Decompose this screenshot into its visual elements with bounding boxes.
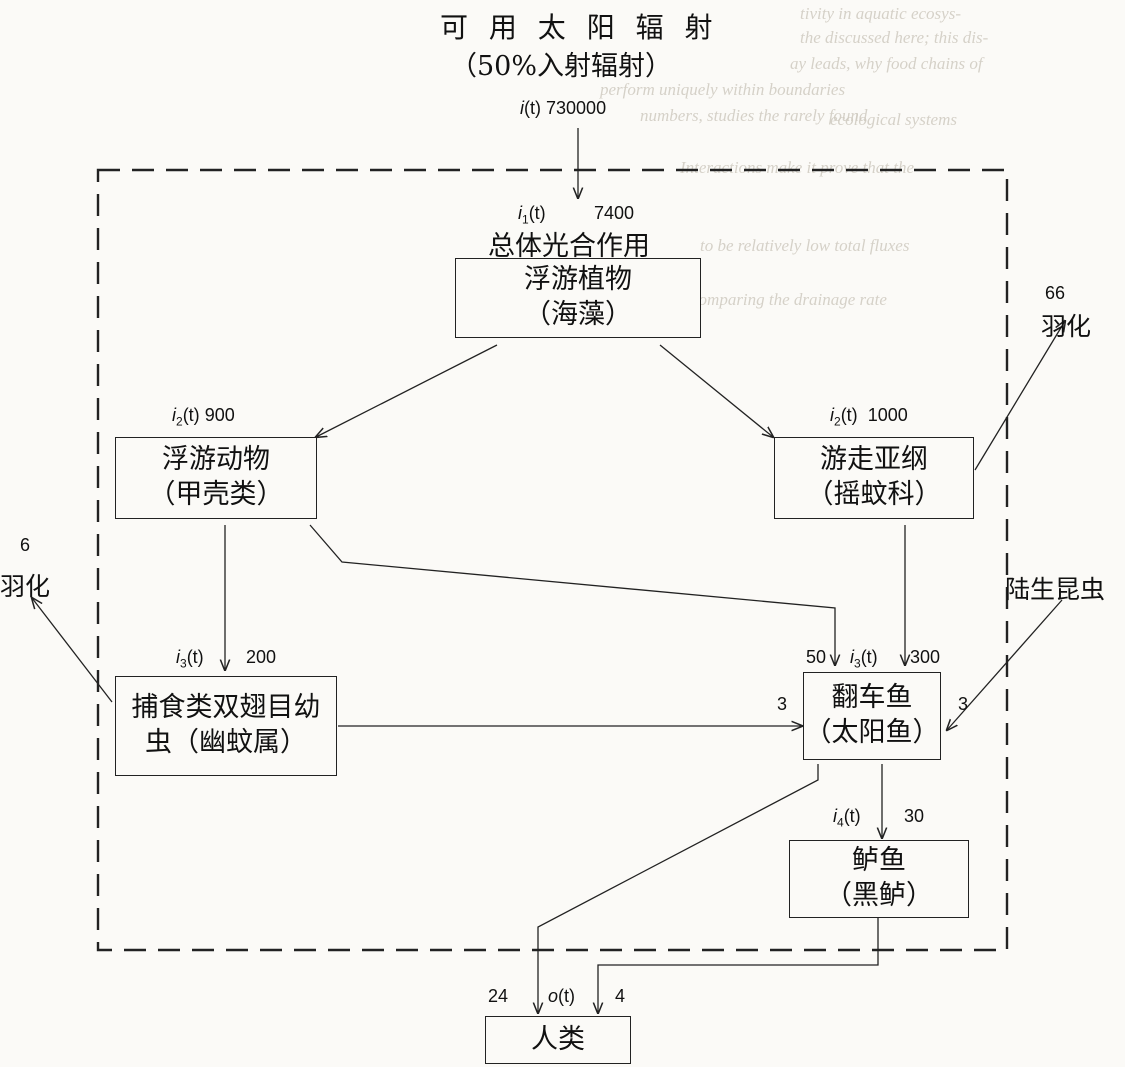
arrow-terrestrial-to-sunfish [947,599,1063,730]
node-sunfish-example: （太阳鱼） [804,717,940,748]
node-nematocera: 游走亚纲 （摇蚊科） [774,437,974,519]
node-bass-name: 鲈鱼 [852,845,906,877]
flow-label-o-t: o(t) [548,986,576,1006]
arrow-phyto-to-zooplankton [316,344,498,437]
flow-value-from-terrestrial: 3 [958,694,969,714]
emergence-left-label: 羽化 [0,572,51,601]
node-sunfish: 翻车鱼 （太阳鱼） [803,672,941,760]
system-boundary [96,168,1009,952]
node-zooplankton-example: （甲壳类） [148,479,284,510]
node-phytoplankton-name: 浮游植物 [524,264,632,296]
arrow-sunfish-to-human [538,764,819,1013]
flow-value-i4: 30 [904,806,925,826]
flow-label-i3-center: i3(t) [850,647,878,671]
flow-label-i1-t: i1(t) [518,203,546,227]
available-solar-radiation-title: 可 用 太 阳 辐 射 [440,11,719,44]
node-phytoplankton-example: （海藻） [524,299,632,330]
emergence-right-value: 66 [1045,283,1066,303]
flow-value-to-human-right: 4 [615,986,626,1006]
terrestrial-insects-label: 陆生昆虫 [1005,575,1106,604]
node-sunfish-name: 翻车鱼 [831,682,913,714]
node-human: 人类 [485,1016,631,1064]
arrow-zoo-to-sunfish [309,524,835,665]
flow-label-i2-left: i2(t) 900 [172,405,235,429]
emergence-right-label: 羽化 [1041,312,1092,341]
node-human-name: 人类 [531,1023,585,1055]
flow-value-from-chaoborus: 3 [777,694,788,714]
node-chaoborus-example: 虫（幽蚊属） [145,727,307,758]
arrow-bass-to-human [598,918,879,1013]
node-bass: 鲈鱼 （黑鲈） [789,840,969,918]
flow-label-i-t: i(t) 730000 [520,98,607,118]
flow-value-i3-from-nem: 300 [910,647,941,667]
flow-value-i1: 7400 [594,203,635,223]
flow-label-i2-right: i2(t) 1000 [830,405,908,429]
node-zooplankton: 浮游动物 （甲壳类） [115,437,317,519]
node-nematocera-example: （摇蚊科） [806,479,942,510]
flow-value-i3-left: 200 [246,647,277,667]
flow-value-to-human-left: 24 [488,986,509,1006]
flow-value-i3-from-zoo: 50 [806,647,827,667]
node-chaoborus: 捕食类双翅目幼 虫（幽蚊属） [115,676,337,776]
emergence-left-value: 6 [20,535,31,555]
arrow-chaoborus-emergence [32,598,113,703]
flow-label-i3-left: i3(t) [176,647,204,671]
node-chaoborus-name: 捕食类双翅目幼 [131,692,321,724]
node-bass-example: （黑鲈） [825,880,933,911]
node-zooplankton-name: 浮游动物 [162,444,270,476]
total-photosynthesis-label: 总体光合作用 [488,231,650,262]
flow-label-i4: i4(t) [833,806,861,830]
node-nematocera-name: 游走亚纲 [820,444,928,476]
node-phytoplankton: 浮游植物 （海藻） [455,258,701,338]
arrow-nematocera-emergence [974,321,1065,471]
arrow-phyto-to-nematocera [659,344,773,437]
incident-radiation-subtitle: （50%入射辐射） [450,51,673,82]
